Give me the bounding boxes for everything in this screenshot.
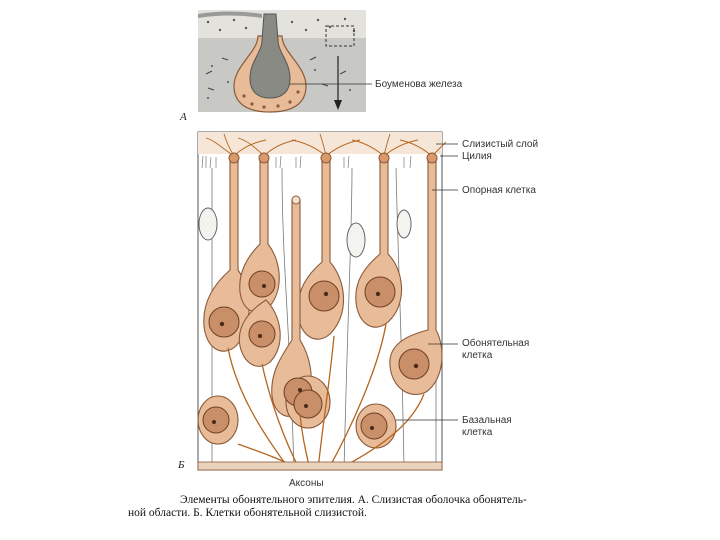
panel-a-dots	[206, 17, 356, 99]
nucleus	[398, 348, 430, 380]
olfactory-cell	[389, 159, 443, 395]
supporting-cell-rod	[271, 199, 312, 417]
basal-cell-label-1: Базальная	[462, 415, 512, 426]
basement-membrane	[197, 461, 443, 471]
panel-b-letter: Б	[177, 459, 185, 471]
nucleus	[293, 389, 323, 419]
caption-line-2: ной области. Б. Клетки обонятельной слиз…	[128, 507, 367, 519]
support-cell-label: Опорная клетка	[462, 185, 536, 196]
vacuoles	[198, 207, 412, 258]
panel-a-arrowhead	[334, 100, 342, 110]
mucus-layer	[198, 132, 442, 154]
olfactory-cell-label-1: Обонятельная	[462, 337, 529, 349]
cilia-label: Цилия	[462, 151, 492, 162]
nucleus	[248, 320, 276, 348]
figure-caption: Элементы обонятельного эпителия. А. Слиз…	[128, 494, 598, 520]
olfactory-cell-label-2: клетка	[462, 350, 493, 361]
panel-a-fibres	[205, 56, 347, 91]
nucleus	[208, 306, 240, 338]
gland-granules	[242, 90, 300, 109]
microvilli	[201, 155, 412, 169]
axons	[227, 323, 425, 471]
nucleus	[308, 280, 340, 312]
panel-b: Слизистый слой Цилия Опорная клетка Обон…	[177, 131, 538, 489]
bowman-gland-duct	[249, 13, 291, 99]
nucleus	[248, 270, 276, 298]
caption-line-1: Элементы обонятельного эпителия. А. Слиз…	[180, 494, 527, 506]
mucus-label: Слизистый слой	[462, 139, 538, 150]
gland-label: Боуменова железа	[375, 79, 463, 90]
leader-lines	[396, 143, 458, 421]
vacuole	[346, 222, 366, 258]
vacuole	[396, 209, 412, 239]
nucleus	[364, 276, 396, 308]
basal-cell-label-2: клетка	[462, 427, 493, 438]
nucleoli	[212, 284, 419, 430]
nucleus	[360, 412, 388, 440]
vacuole	[198, 207, 218, 241]
panel-a: Боуменова железа А	[179, 10, 463, 123]
axons-label: Аксоны	[289, 478, 324, 489]
dendritic-knobs	[228, 152, 438, 164]
nuclei	[202, 270, 430, 440]
panel-a-inset-box	[325, 25, 355, 47]
panel-a-letter: А	[179, 111, 187, 123]
rod-tip	[291, 195, 301, 205]
panel-a-surface	[198, 11, 262, 18]
nucleus	[202, 406, 230, 434]
